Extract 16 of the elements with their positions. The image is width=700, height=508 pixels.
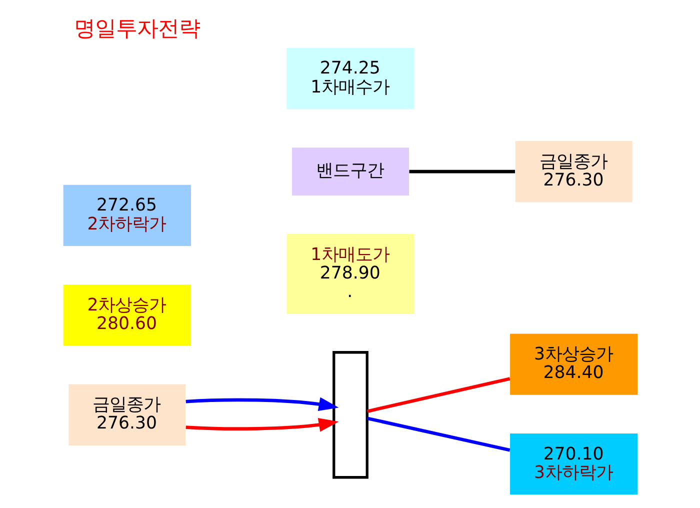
node-box: 274.25 1차매수가 <box>286 48 414 110</box>
connector <box>366 416 510 452</box>
node-box: 272.65 2차하락가 <box>62 184 190 246</box>
arrow <box>185 418 338 432</box>
node-box: 3차상승가 284.40 <box>510 334 638 395</box>
node-box: 금일종가 276.30 <box>514 141 632 202</box>
node-box: 금일종가 276.30 <box>68 384 186 446</box>
node-box: 1차매도가 278.90 . <box>286 234 414 314</box>
node-bar <box>332 351 368 479</box>
node-box: 밴드구간 <box>292 148 408 196</box>
connector <box>408 170 515 174</box>
node-box: 2차상승가 280.60 <box>62 284 190 346</box>
arrow <box>185 397 338 412</box>
connector <box>366 377 510 413</box>
node-box: 270.10 3차하락가 <box>510 434 638 495</box>
diagram-title: 명일투자전략 <box>74 16 200 42</box>
